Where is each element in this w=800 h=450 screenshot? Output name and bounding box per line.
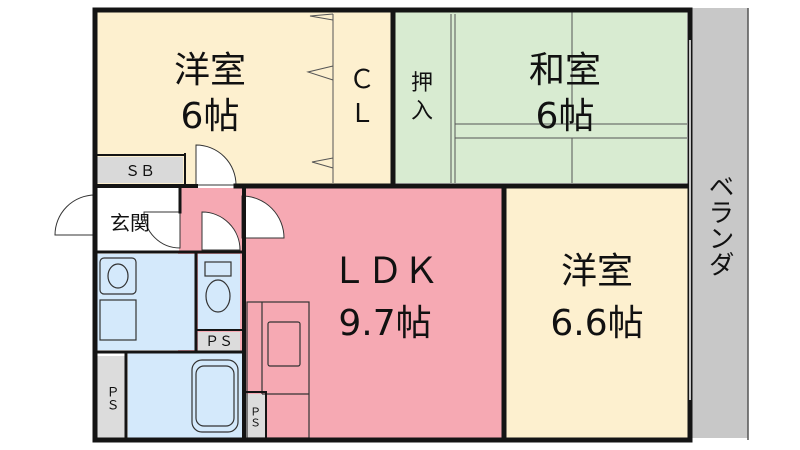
- western-room-2-fill: [506, 188, 688, 438]
- tatami-lines: [455, 12, 687, 183]
- japanese-room-fill: [455, 12, 687, 183]
- western-room-1-name: 洋室: [174, 50, 246, 91]
- ldk-name: ＬＤＫ: [331, 251, 439, 292]
- ps-box-1-fill: [97, 356, 125, 438]
- oshiire-label-top: 押: [411, 71, 433, 96]
- ps-label-1: ＰＳ: [104, 385, 119, 411]
- ps-label-2: ＰＳ: [205, 334, 233, 350]
- closet-fill: [333, 12, 391, 185]
- western-room-2-name: 洋室: [561, 251, 633, 292]
- ps-box-2-fill: [198, 332, 240, 352]
- toilet-fill: [198, 254, 240, 330]
- sb-label: ＳＢ: [125, 162, 155, 180]
- western-room-2-size: 6.6帖: [550, 303, 643, 344]
- closet-label-bottom: Ｌ: [349, 99, 375, 129]
- balcony-label: ベランダ: [704, 173, 734, 277]
- sb-fill: [97, 157, 183, 183]
- door-swings: [54, 144, 285, 251]
- ps-box-3-fill: [244, 394, 266, 438]
- oshiire-fill: [395, 12, 455, 183]
- fixtures: [99, 257, 239, 433]
- balcony-fill: [690, 8, 748, 438]
- western-room-1-size: 6帖: [181, 96, 240, 137]
- kitchen-counter: [246, 301, 310, 439]
- washroom-fill: [97, 254, 195, 350]
- ps-label-3: ＰＳ: [249, 406, 262, 428]
- bathroom-fill: [128, 352, 244, 438]
- closet-doors: [306, 13, 456, 183]
- oshiire-label-bottom: 入: [411, 99, 433, 124]
- ldk-size: 9.7帖: [338, 303, 431, 344]
- entrance-label: 玄関: [110, 211, 150, 235]
- japanese-room-size: 6帖: [536, 96, 595, 137]
- closet-label-top: Ｃ: [349, 65, 375, 95]
- japanese-room-name: 和室: [529, 50, 601, 91]
